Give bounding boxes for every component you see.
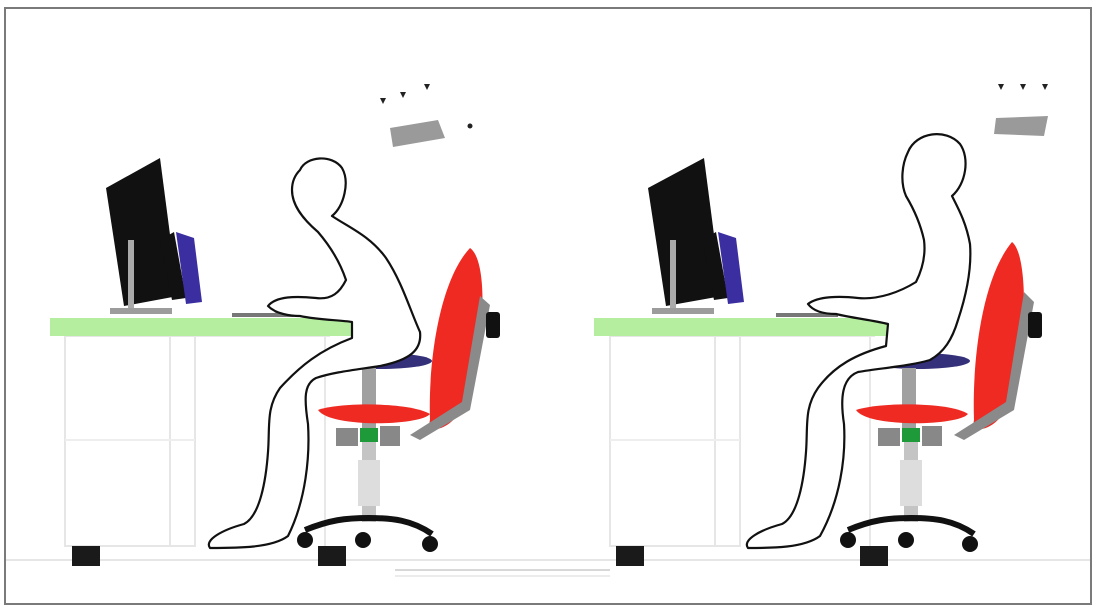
ergonomic-posture-comparison (0, 0, 1096, 610)
